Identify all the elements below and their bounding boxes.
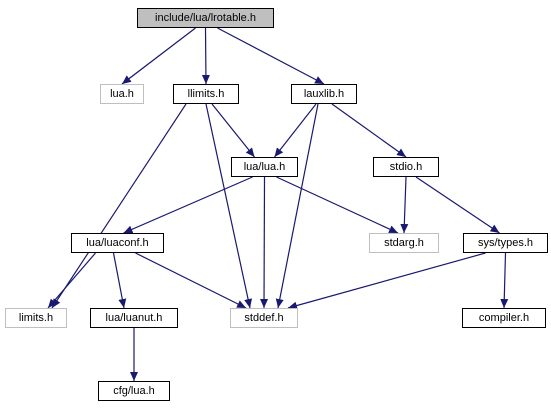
edge-stdio-systypes [415,176,500,234]
edge-lualua-stdarg [276,176,399,234]
node-compiler-h[interactable]: compiler.h [462,308,546,328]
node-stddef-h: stddef.h [230,308,298,328]
node-cfg-lua-h[interactable]: cfg/lua.h [98,381,170,401]
node-lua-h: lua.h [100,84,144,104]
node-lua-lua-h[interactable]: lua/lua.h [231,157,298,177]
node-sys-types-h[interactable]: sys/types.h [463,233,548,253]
edge-systypes-stddef [287,252,486,310]
edge-luaconf-luanut [112,252,127,309]
node-stdio-h[interactable]: stdio.h [373,157,439,177]
edge-llimits-lualua [211,103,255,158]
edge-lualua-stddef [260,176,269,309]
edge-lauxlib-stddef [275,103,319,309]
node-lauxlib-h[interactable]: lauxlib.h [291,84,357,104]
edge-root-lua_h [121,27,196,85]
edge-luaconf-stddef [135,252,247,309]
node-limits-h: limits.h [5,308,67,328]
edge-systypes-compiler [500,252,509,309]
edge-llimits-limits [51,103,187,309]
edge-stdio-stdarg [400,176,409,234]
edge-lualua-luaconf [123,176,253,234]
edge-lauxlib-stdio [331,103,407,158]
edge-luaconf-limits [47,252,96,309]
edge-lauxlib-lualua [274,103,317,158]
node-stdarg-h: stdarg.h [369,233,439,253]
node-lua-luaconf-h[interactable]: lua/luaconf.h [71,233,164,253]
edge-root-llimits [201,27,210,85]
edge-root-lauxlib [217,27,325,85]
edge-llimits-stddef [205,103,253,309]
node-llimits-h[interactable]: llimits.h [173,84,239,104]
node-lua-luanut-h[interactable]: lua/luanut.h [90,308,178,328]
node-include-lua-lrotable-h: include/lua/lrotable.h [137,8,274,28]
